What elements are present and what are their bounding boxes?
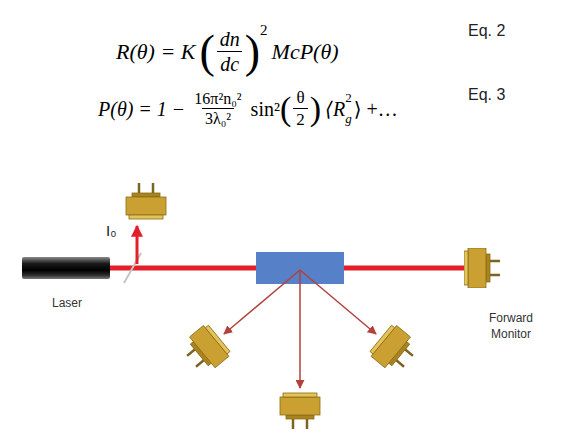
laser-body <box>22 257 110 279</box>
numerator: θ <box>293 88 307 108</box>
equation-text: R(θ) = K <box>116 39 195 64</box>
detector-symbol <box>464 248 500 288</box>
parenthesis: ) <box>310 92 321 126</box>
numerator: 16π²n₀² <box>191 90 244 108</box>
equation-text: ⟩ +… <box>354 98 398 121</box>
equation-term: 2 <box>260 22 268 39</box>
equation-number: Eq. 3 <box>468 86 505 103</box>
scatter-detector <box>179 323 232 377</box>
intensity-label: I₀ <box>106 222 116 239</box>
equation-term: dndc <box>215 28 245 76</box>
scatter-detector <box>280 393 320 429</box>
detector-body <box>464 248 500 288</box>
label-holder: I₀ <box>106 222 116 240</box>
denominator: 3λ₀² <box>202 108 234 128</box>
parenthesis: ( <box>199 29 214 75</box>
reference-detector <box>126 183 166 219</box>
equation-term: ( <box>199 29 214 75</box>
exponent: 2 <box>345 91 352 106</box>
scatter-arrow <box>299 270 301 388</box>
parenthesis: ) <box>245 29 260 75</box>
equation-term: ⟩ +… <box>354 98 398 121</box>
reference-beam-arrow <box>136 226 139 264</box>
equation-text: ⟨R <box>325 98 345 121</box>
denominator: dc <box>217 51 242 76</box>
equation: R(θ) = K(dndc)2McP(θ) <box>116 18 339 86</box>
equation-term: θ2 <box>291 88 310 129</box>
equation: P(θ) = 1 −16π²n₀²3λ₀²sin²(θ2)⟨R2g⟩ +… <box>98 80 398 138</box>
scatter-detector <box>368 323 421 377</box>
scatter-arrow <box>224 270 300 334</box>
equation-term: ) <box>245 29 260 75</box>
label-holder: Eq. 3 <box>468 86 505 104</box>
equation-term: ( <box>280 92 291 126</box>
scatter-arrow <box>300 270 376 334</box>
equation-text: McP(θ) <box>272 39 339 64</box>
node-label: Laser <box>42 295 92 311</box>
parenthesis: ( <box>280 92 291 126</box>
subscript: g <box>345 112 352 127</box>
detector-icon <box>464 248 500 288</box>
forward-monitor: Forward Monitor <box>456 248 556 348</box>
equation-term: ) <box>310 92 321 126</box>
equation-term: sin² <box>251 98 280 121</box>
exponent: 2 <box>260 22 268 39</box>
equation-text: P(θ) = 1 − <box>98 98 185 121</box>
equation-term: R(θ) = K <box>116 39 195 64</box>
laser-source: Laser <box>22 257 122 317</box>
numerator: dn <box>217 28 243 51</box>
node-label: Forward Monitor <box>478 310 544 342</box>
equation-term: McP(θ) <box>272 39 339 64</box>
equation-term: 2g <box>345 91 352 127</box>
equation-term: P(θ) = 1 − <box>98 98 185 121</box>
equation-term: 16π²n₀²3λ₀² <box>189 90 246 129</box>
equation-term: ⟨R <box>325 98 345 121</box>
label-holder: Eq. 2 <box>468 22 505 40</box>
equation-number: Eq. 2 <box>468 22 505 39</box>
denominator: 2 <box>293 108 308 130</box>
equation-text: sin² <box>251 98 280 121</box>
